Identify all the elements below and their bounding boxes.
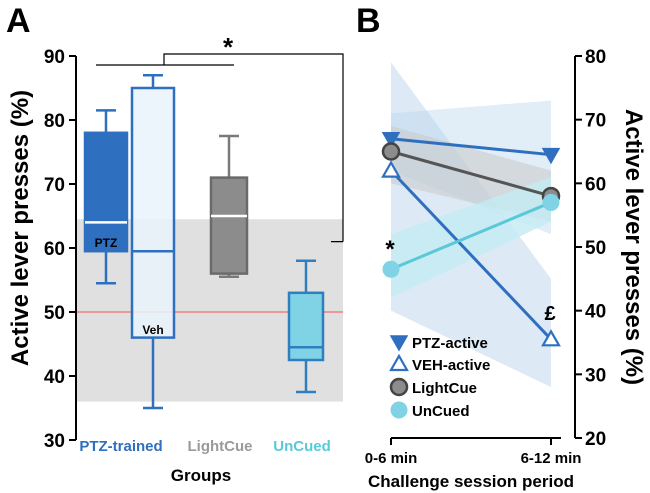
legend-lightcue: LightCue <box>412 380 477 397</box>
box-ptz <box>83 131 129 253</box>
x-tick-0-6-min: 0-6 min <box>365 450 418 467</box>
group-label-uncued: UnCued <box>273 438 331 455</box>
box-label-ptz: PTZ <box>95 236 118 250</box>
marker-veh-active <box>381 160 401 178</box>
line-lightcue <box>390 150 552 198</box>
annotation-star-0-6: * <box>385 236 395 263</box>
panel-a-y-tick-label: 70 <box>44 175 65 196</box>
panel-a-y-tick-label: 50 <box>44 303 65 324</box>
panel-b-y-tick-label: 30 <box>585 365 606 386</box>
group-label-lightcue: LightCue <box>188 438 253 455</box>
legend-marker-lightcue <box>389 377 409 397</box>
box-lightcue <box>209 176 249 275</box>
panel-b-y-tick-label: 20 <box>585 429 606 450</box>
panel-a-y-tick-label: 60 <box>44 239 65 260</box>
panel-a-y-tick-label: 80 <box>44 111 65 132</box>
legend-marker-uncued <box>390 401 408 419</box>
panel-a-x-axis-label: Groups <box>171 466 231 485</box>
panel-b-y-tick-label: 50 <box>585 238 606 259</box>
panel-b-y-tick-label: 60 <box>585 174 606 195</box>
panel-a: 30 40 50 60 70 80 90 <box>44 47 344 452</box>
line-ptz-active <box>390 137 552 157</box>
marker-ptz-active <box>381 132 401 149</box>
marker-uncued <box>382 260 400 278</box>
group-label-ptz-trained: PTZ-trained <box>79 438 162 455</box>
legend-ptz-active: PTZ-active <box>412 335 488 352</box>
marker-veh-active <box>541 329 561 347</box>
panel-a-label: A <box>6 2 31 40</box>
panel-b: 20 30 40 50 60 70 80 <box>381 47 606 450</box>
legend-veh-active: VEH-active <box>412 357 490 374</box>
panel-a-y-tick-label: 30 <box>44 431 65 452</box>
legend-marker-veh-active <box>389 353 409 372</box>
panel-b-label: B <box>356 2 381 40</box>
panel-a-y-tick-label: 90 <box>44 47 65 68</box>
panel-b-y-tick-label: 80 <box>585 47 606 68</box>
significance-bracket <box>96 53 344 243</box>
marker-ptz-active <box>541 147 561 165</box>
panel-b-x-axis-label: Challenge session period <box>368 472 574 491</box>
panel-b-y-tick-label: 40 <box>585 302 606 323</box>
legend-uncued: UnCued <box>412 403 470 420</box>
panel-a-y-tick-label: 40 <box>44 367 65 388</box>
panel-a-significance-star: * <box>223 32 234 62</box>
marker-lightcue <box>381 142 401 161</box>
legend-markers <box>389 335 409 419</box>
line-veh-active <box>389 169 553 341</box>
box-veh <box>130 86 176 339</box>
panel-b-y-axis-label: Active lever presses (%) <box>620 109 647 385</box>
annotation-pound-6-12: £ <box>544 303 555 325</box>
panel-b-legend: PTZ-active VEH-active LightCue UnCued <box>412 335 490 420</box>
legend-marker-ptz-active <box>389 335 409 352</box>
box-uncued <box>287 291 325 362</box>
panel-a-y-axis-label: Active lever presses (%) <box>7 90 34 366</box>
line-uncued <box>390 201 552 271</box>
x-tick-6-12-min: 6-12 min <box>521 450 582 467</box>
box-label-veh: Veh <box>142 323 163 337</box>
panel-b-y-tick-label: 70 <box>585 111 606 132</box>
marker-uncued <box>542 193 560 211</box>
